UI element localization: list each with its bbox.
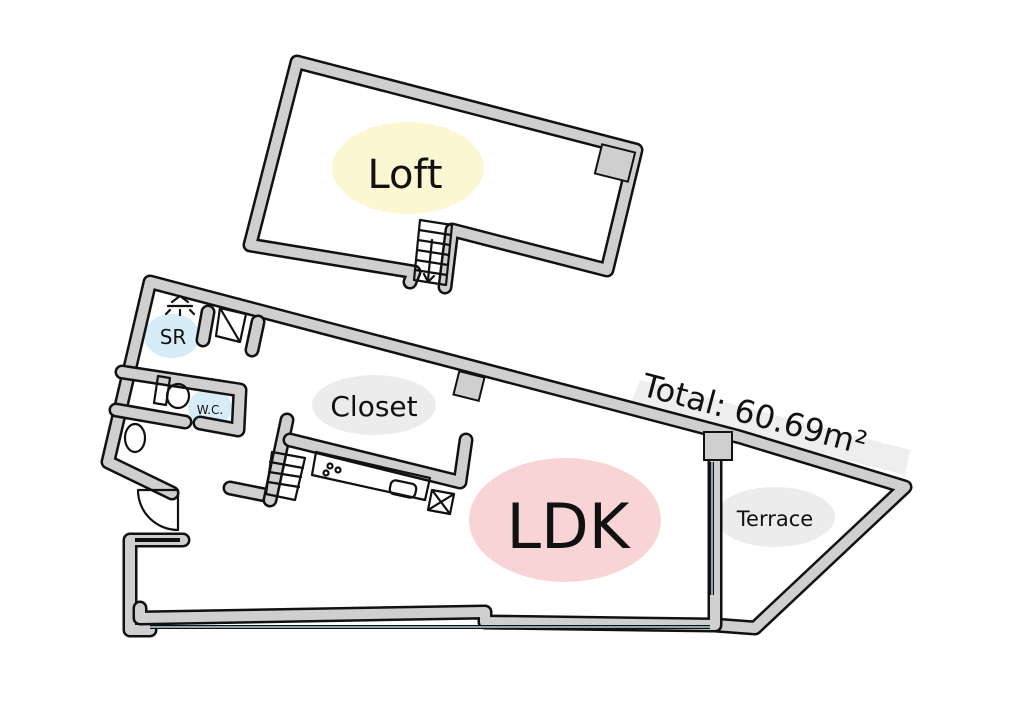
loft-walls xyxy=(242,54,644,295)
closet-label: Closet xyxy=(330,390,417,423)
terrace-highlight xyxy=(715,487,835,547)
main-walls xyxy=(100,274,913,638)
sr-highlight xyxy=(144,314,200,358)
fixtures xyxy=(123,294,456,532)
sr-label: SR xyxy=(160,325,187,349)
total-highlight xyxy=(630,380,910,475)
ldk-highlight xyxy=(469,458,661,582)
wc-label: W.C. xyxy=(197,403,224,417)
loft-label: Loft xyxy=(367,152,442,198)
loft-highlight xyxy=(332,122,484,214)
terrace-label: Terrace xyxy=(736,507,813,531)
loft-stairs xyxy=(412,218,454,287)
windows xyxy=(135,462,714,629)
ldk-label: LDK xyxy=(507,490,631,563)
closet-highlight xyxy=(312,375,436,435)
